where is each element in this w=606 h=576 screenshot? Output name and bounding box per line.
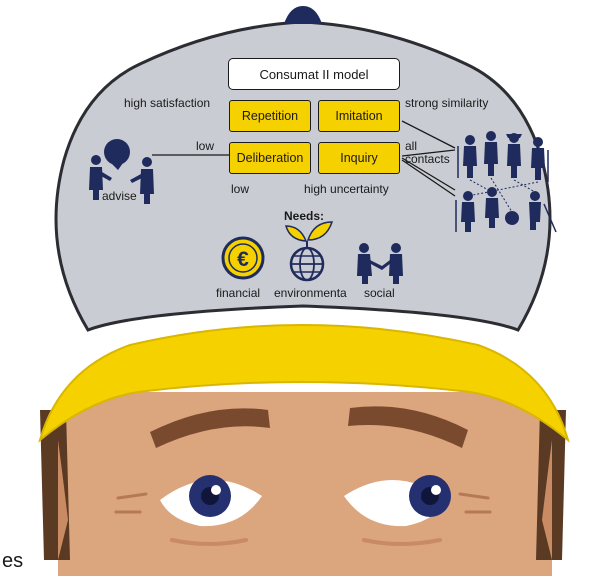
advise-label: advise bbox=[102, 189, 137, 203]
repetition-box: Repetition bbox=[229, 100, 311, 132]
financial-label: financial bbox=[216, 286, 260, 300]
low-satisfaction-label: low bbox=[196, 139, 214, 153]
social-label: social bbox=[364, 286, 395, 300]
svg-text:€: € bbox=[237, 248, 249, 271]
all-label: all bbox=[405, 139, 417, 153]
cropped-text: es bbox=[2, 550, 23, 572]
inquiry-box: Inquiry bbox=[318, 142, 400, 174]
strong-similarity-label: strong similarity bbox=[405, 96, 488, 110]
high-uncertainty-label: high uncertainty bbox=[304, 182, 389, 196]
deliberation-box: Deliberation bbox=[229, 142, 311, 174]
cap-button bbox=[284, 6, 322, 24]
high-satisfaction-label: high satisfaction bbox=[124, 96, 210, 110]
model-title: Consumat II model bbox=[228, 58, 400, 90]
environmental-label: environmenta bbox=[274, 286, 347, 300]
euro-coin-icon: € bbox=[223, 238, 263, 278]
needs-heading: Needs: bbox=[284, 209, 324, 223]
contacts-label: contacts bbox=[405, 152, 450, 166]
face bbox=[40, 392, 566, 576]
imitation-box: Imitation bbox=[318, 100, 400, 132]
low-uncertainty-label: low bbox=[231, 182, 249, 196]
